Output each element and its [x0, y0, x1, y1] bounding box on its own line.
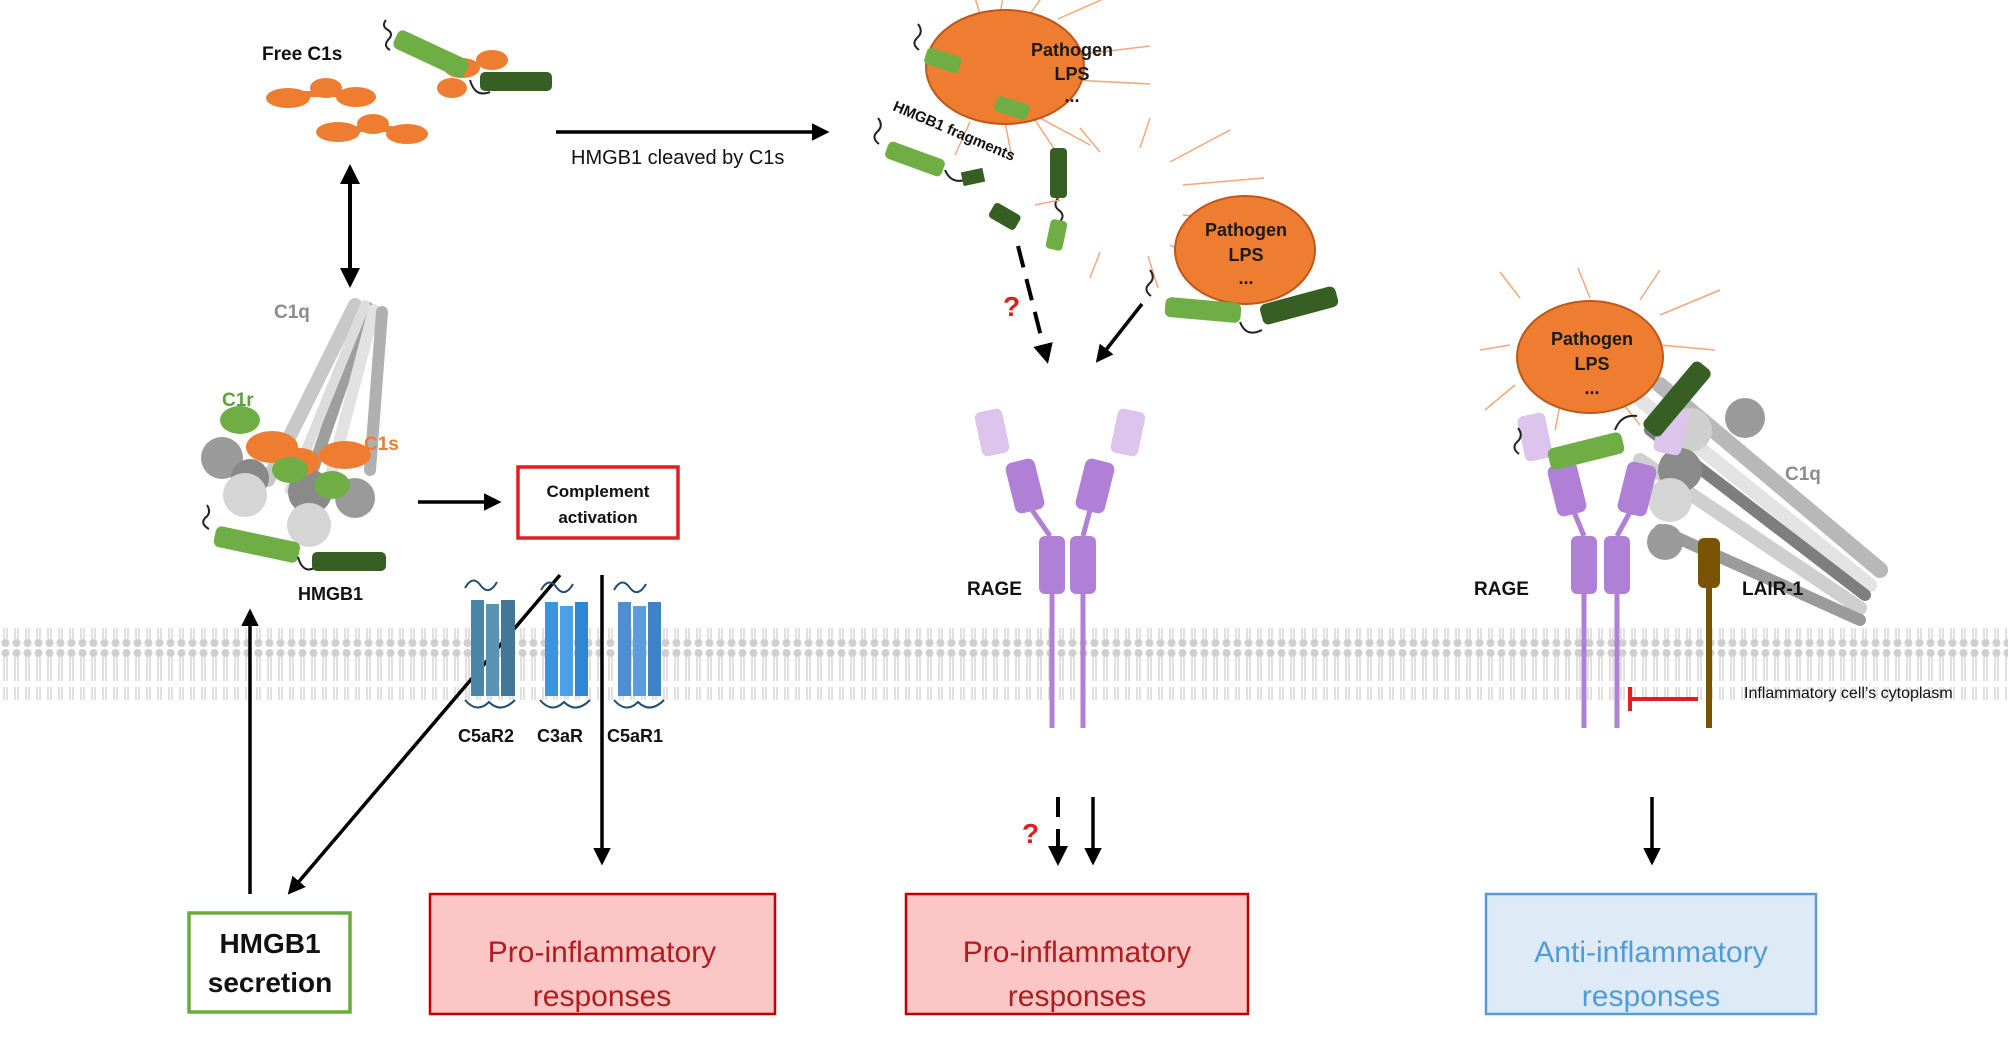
secretion-line1: HMGB1	[219, 928, 320, 959]
cell-membrane	[0, 628, 2008, 700]
anti-line2: responses	[1582, 980, 1720, 1013]
pathogen-right-body	[1516, 300, 1664, 414]
hmgb1-label: HMGB1	[298, 584, 363, 604]
pro-inflammatory-box-left	[428, 892, 777, 1016]
question-mark-top: ?	[1003, 291, 1020, 322]
complement-line1: Complement	[547, 482, 650, 501]
hmgb1-fragments-group	[873, 23, 1068, 251]
hmgb1-bound-left	[202, 504, 386, 571]
complement-activation-box	[516, 465, 680, 540]
c1q-right-complex	[1633, 377, 1888, 626]
pro-inflammatory-box-middle	[904, 892, 1250, 1016]
pathogen-right-line1: Pathogen	[1551, 329, 1633, 349]
c3ar-label: C3aR	[537, 726, 583, 746]
free-c1s-label: Free C1s	[262, 44, 342, 65]
rage-receptor-middle	[974, 408, 1146, 728]
pathogen-top-body	[925, 9, 1085, 125]
anti-line1: Anti-inflammatory	[1534, 936, 1767, 969]
pro-middle-line1: Pro-inflammatory	[963, 936, 1191, 969]
c5ar1-label: C5aR1	[607, 726, 663, 746]
c1r-label: C1r	[222, 390, 254, 411]
pathogen-top-line2: LPS	[1054, 64, 1089, 84]
pathogen-mid-body	[1174, 195, 1316, 305]
inhibition-arrow	[1628, 687, 1698, 711]
lair1-label: LAIR-1	[1742, 579, 1804, 600]
hmgb1-bound-right	[1513, 361, 1711, 470]
arrow-complement-to-secretion	[287, 573, 562, 895]
cytoplasm-label: Inflammatory cell’s cytoplasm	[1744, 685, 1953, 702]
hmgb1-secretion-box	[187, 911, 352, 1014]
c1s-label: C1s	[364, 434, 399, 455]
hmgb1-free-top	[382, 19, 552, 95]
c5ar2-label: C5aR2	[458, 726, 514, 746]
c5ar1-receptor-icon	[613, 581, 665, 709]
rage-receptor-right	[1517, 406, 1689, 728]
question-mark-bottom: ?	[1022, 818, 1039, 849]
hmgb1-bound-pathogen-mid	[1145, 269, 1339, 334]
pathogen-top-line3: ...	[1064, 86, 1079, 106]
c3ar-receptor-icon	[539, 581, 591, 709]
lair1-receptor	[1698, 538, 1720, 728]
c1q-right-label: C1q	[1785, 464, 1821, 485]
rage-middle-label: RAGE	[967, 579, 1022, 600]
arrow-pathogen-to-rage	[1095, 302, 1144, 363]
pathogen-mid-line1: Pathogen	[1205, 220, 1287, 240]
complement-line2: activation	[558, 508, 637, 527]
pathogen-top	[954, 0, 1151, 159]
pathogen-right-line3: ...	[1584, 378, 1599, 398]
pathogen-right-line2: LPS	[1574, 354, 1609, 374]
pro-middle-line2: responses	[1008, 980, 1146, 1013]
anti-inflammatory-box	[1484, 892, 1818, 1016]
cleaved-label: HMGB1 cleaved by C1s	[571, 147, 784, 169]
pathogen-mid-line3: ...	[1238, 268, 1253, 288]
pathogen-top-line1: Pathogen	[1031, 40, 1113, 60]
secretion-line2: secretion	[208, 967, 333, 998]
c1q-label: C1q	[274, 302, 310, 323]
c1q-complex	[201, 298, 388, 547]
c5ar2-receptor-icon	[464, 579, 516, 709]
pro-left-line2: responses	[533, 980, 671, 1013]
rage-right-label: RAGE	[1474, 579, 1529, 600]
pathogen-mid-line2: LPS	[1228, 245, 1263, 265]
dashed-arrow-fragments-to-rage	[1016, 245, 1053, 364]
pro-left-line1: Pro-inflammatory	[488, 936, 716, 969]
